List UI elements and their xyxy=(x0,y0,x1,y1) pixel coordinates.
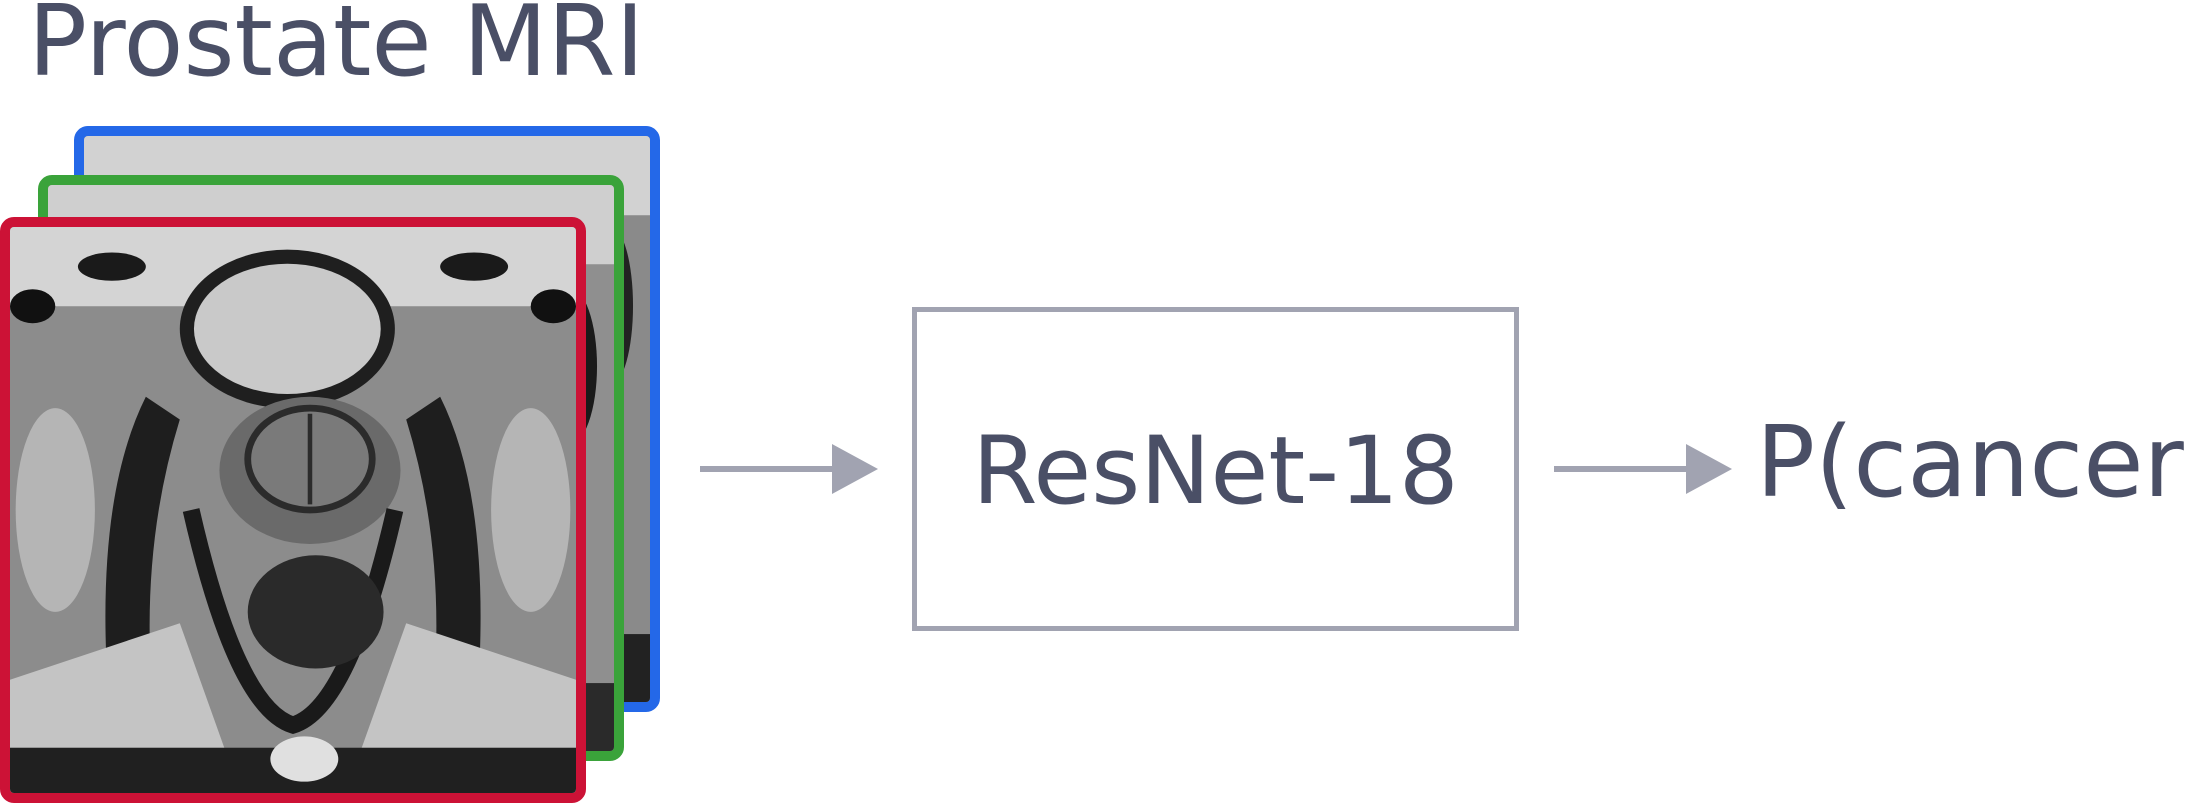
right-arrow-icon xyxy=(700,444,878,494)
mri-slice-front xyxy=(0,217,586,803)
right-arrow-icon xyxy=(1554,444,1732,494)
output-label: P(cancer) xyxy=(1756,406,2186,520)
model-label: ResNet-18 xyxy=(972,417,1459,526)
mri-slice-image xyxy=(10,227,576,793)
diagram-title: Prostate MRI xyxy=(28,0,645,99)
model-box: ResNet-18 xyxy=(912,307,1519,631)
